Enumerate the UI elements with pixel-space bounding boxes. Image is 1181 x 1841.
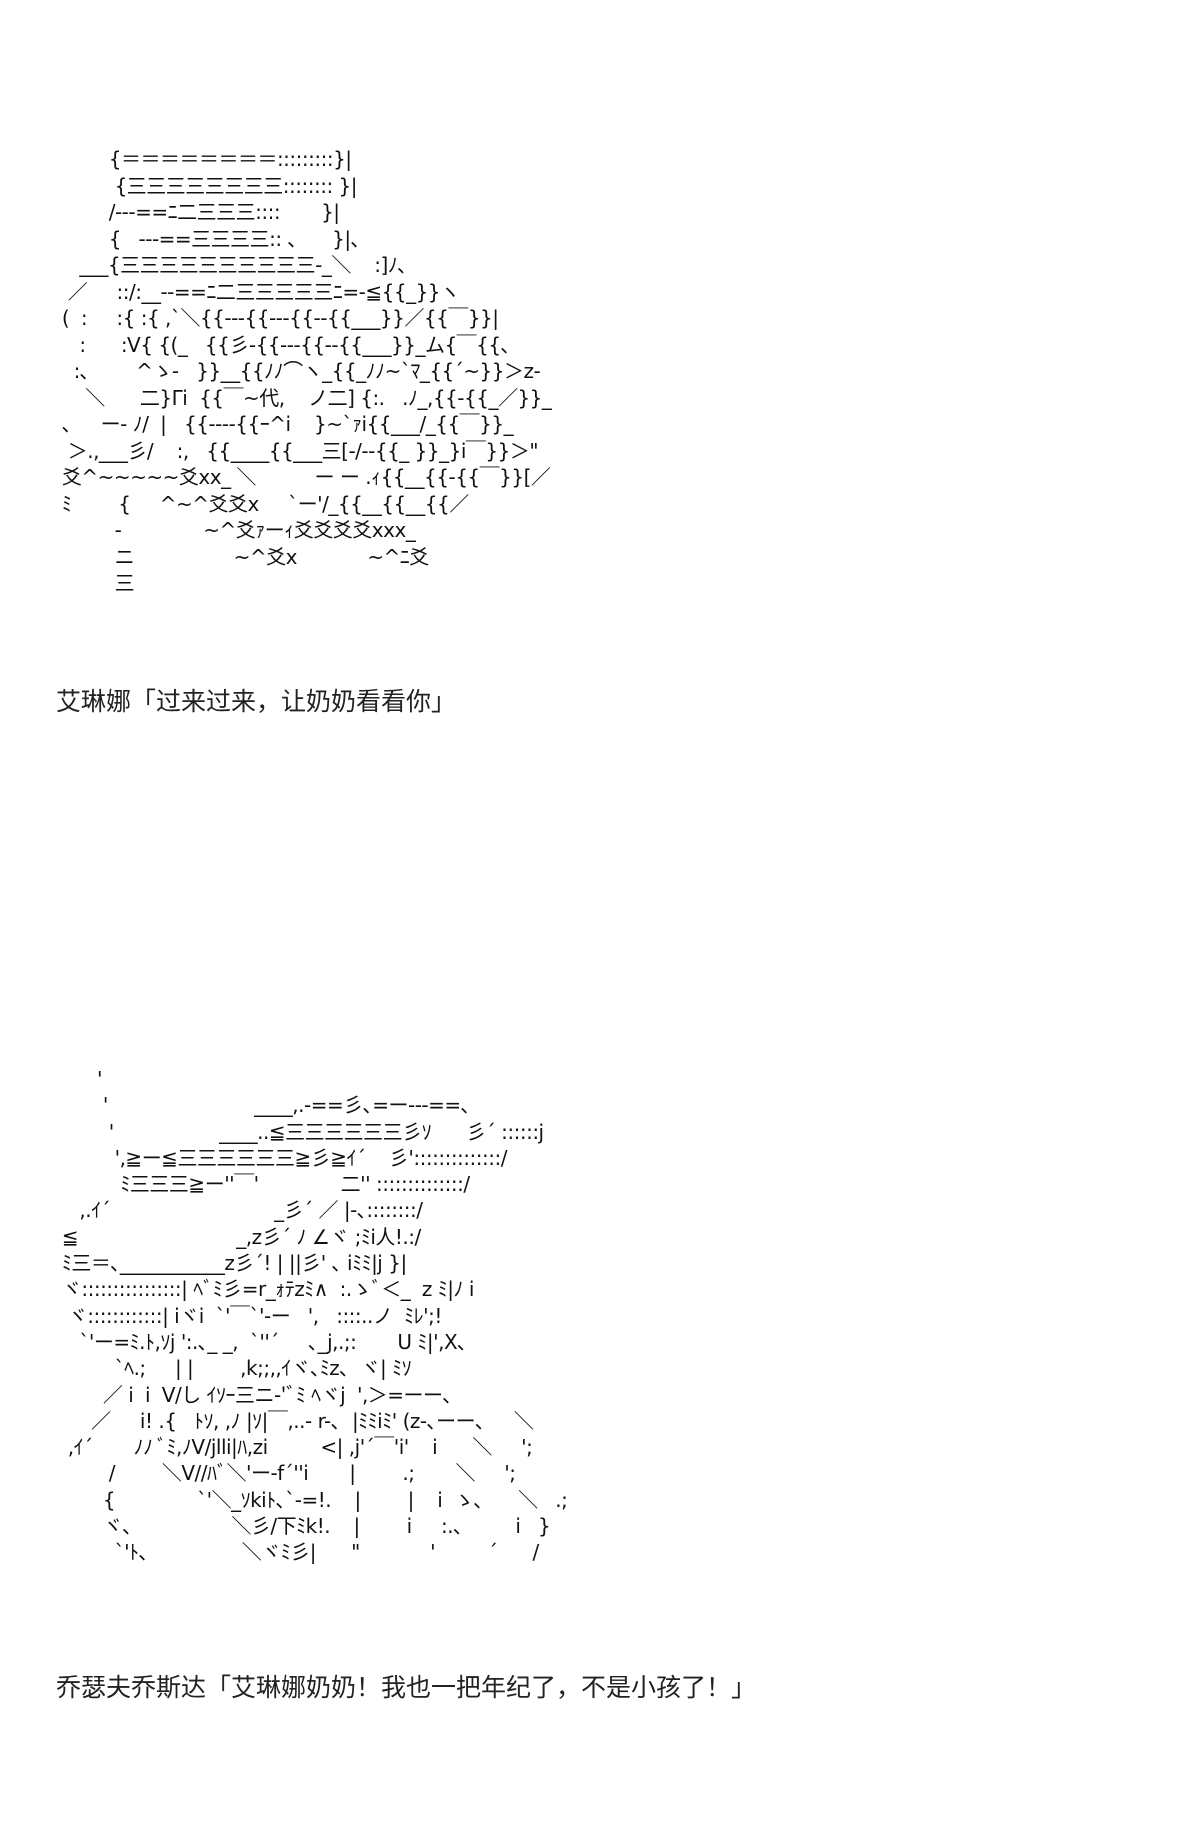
ascii-art-line: ＞.,___彡/ :, {{____{{___三[-/--{{_ }}_}i￣}… (56, 438, 539, 463)
ascii-art-line: ' ____..≦三三三三三三彡ｿ 彡´ ::::::j (56, 1119, 544, 1144)
ascii-art-line: ' (56, 1067, 103, 1091)
ascii-art-line: ヾ::::::::::::::::| ﾍﾞﾐ彡=r_ｫﾃzﾐ∧ :.ゝﾞ＜_ z… (56, 1277, 475, 1302)
ascii-art-line: ／ i i V/し ｲｿｰ三ニ-'ﾞﾐ ﾍヾj ',＞=ーー､ (56, 1382, 453, 1407)
ascii-art-line: 三 (56, 571, 135, 595)
ascii-art-line: - ~^爻ｧーｨ爻爻爻爻xxx_ (56, 518, 416, 542)
ascii-art-line: `'ﾄ､ ＼ヾﾐ彡| " ' ´ / (56, 1540, 540, 1565)
ascii-art-line: ,.ｲ´ _彡´ ／ |-､::::::::/ (56, 1198, 423, 1223)
ascii-art-line: ___{三三三三三三三三三三-_＼ :]ﾉ､ (56, 253, 407, 277)
ascii-art-line: ヾ､ ＼彡/下ﾐk!. | i :.､ i } (56, 1514, 551, 1539)
ascii-art-line: ／ i! .{ ﾄｿ, ,ﾉ |ｿ|￣,..- r-､ |ﾐﾐiﾐ' (z-､ー… (56, 1408, 534, 1433)
ascii-art-line: ',≧ー≦三三三三三三≧彡≧ｲ´ 彡'::::::::::::::/ (56, 1145, 508, 1170)
ascii-art-line: ﾐ三三三≧ー''￣' 二'' ::::::::::::::/ (56, 1172, 470, 1197)
ascii-art-line: ≦ _,z彡´ ﾉ ∠ヾ ;ﾐi人!.:/ (56, 1224, 421, 1249)
ascii-art-line: ﾐ { ^~^爻爻x `ー'/_{{__{{__{{／ (56, 491, 469, 516)
ascii-art-line: ' ____,.-==彡､=ー---==､ (56, 1093, 471, 1118)
ascii-art-panel-2: ' ' ____,.-==彡､=ー---==､ ' ____..≦三三三三三三彡… (56, 1066, 568, 1566)
dialogue-caption-2: 乔瑟夫乔斯达「艾琳娜奶奶！我也一把年纪了，不是小孩了！」 (56, 1673, 757, 1702)
ascii-art-line: ﾐ三＝､___________z彡´! | ||彡' ､ iﾐﾐ|j }| (56, 1251, 407, 1276)
ascii-art-panel-1: {＝＝＝＝＝＝＝＝:::::::::}| {三三三三三三三三:::::::: }… (56, 146, 552, 597)
ascii-art-line: `'ー=ﾐ.ﾄ,ｿj ':.､_ _, `''´ ､_j,.;: U ﾐ|',X… (56, 1329, 467, 1354)
ascii-art-line: ､ ー- ﾉ/ | {{----{{ｰ^i }~`ｧi{{___/_{{￣}}_ (56, 412, 514, 436)
ascii-art-line: { `'＼_ｿkiﾄ､`-=!. | | i ゝ､ ＼ .; (56, 1487, 568, 1512)
ascii-art-line: { ---==三三三三:: ､ }|､ (56, 226, 361, 251)
ascii-art-line: / ＼V//ﾊﾞ＼'ー-f´''i | .; ＼ '; (56, 1461, 516, 1486)
ascii-art-line: ニ ~^爻x ~^ﾆ爻 (56, 544, 430, 569)
ascii-art-line: {＝＝＝＝＝＝＝＝:::::::::}| (56, 147, 352, 171)
ascii-art-line: ( : :{ :{ ,`＼{{---{{---{{--{{___}}／{{￣}}… (56, 306, 499, 330)
ascii-art-line: `ﾍ.; | | ,k;;,,ｲヾ､ﾐz､ ヾ| ﾐｿ (56, 1356, 412, 1381)
ascii-art-line: ヾ::::::::::::| iヾi `'￣`'-ー ', ::::..ノ ﾐﾚ… (56, 1303, 443, 1328)
dialogue-caption-1: 艾琳娜「过来过来，让奶奶看看你」 (56, 687, 457, 716)
ascii-art-line: : :V{ {(_ {{彡-{{---{{--{{___}}_ム{￣{{､ (56, 332, 511, 357)
ascii-art-line: /---==ﾆ二三三三:::: }| (56, 200, 340, 224)
ascii-art-line: ＼ 二}Γi {{￣~代, ノ二] {:. .ﾉ_,{{-{{_／}}_ (56, 385, 552, 410)
ascii-art-line: ,ｲ´ ﾉﾉ ﾞﾐ,ﾉV/jlli|ﾊ,zi <| ,j'´￣'i' i ＼ '… (56, 1435, 533, 1460)
ascii-art-line: {三三三三三三三三:::::::: }| (56, 173, 358, 198)
ascii-art-line: :､ ^ゝ- }}__{{ﾉﾉ⌒ヽ_{{_ﾉﾉ~`ﾏ_{{´~}}＞z- (56, 359, 541, 383)
ascii-art-line: ／ ::/:__--==ﾆ二三三三三三ﾆ=-≦{{_}}ヽ (56, 279, 460, 304)
ascii-art-line: 爻^~~~~~爻xx_ ＼ ー ー .ｨ{{__{{-{{￣}}[／ (56, 465, 551, 489)
